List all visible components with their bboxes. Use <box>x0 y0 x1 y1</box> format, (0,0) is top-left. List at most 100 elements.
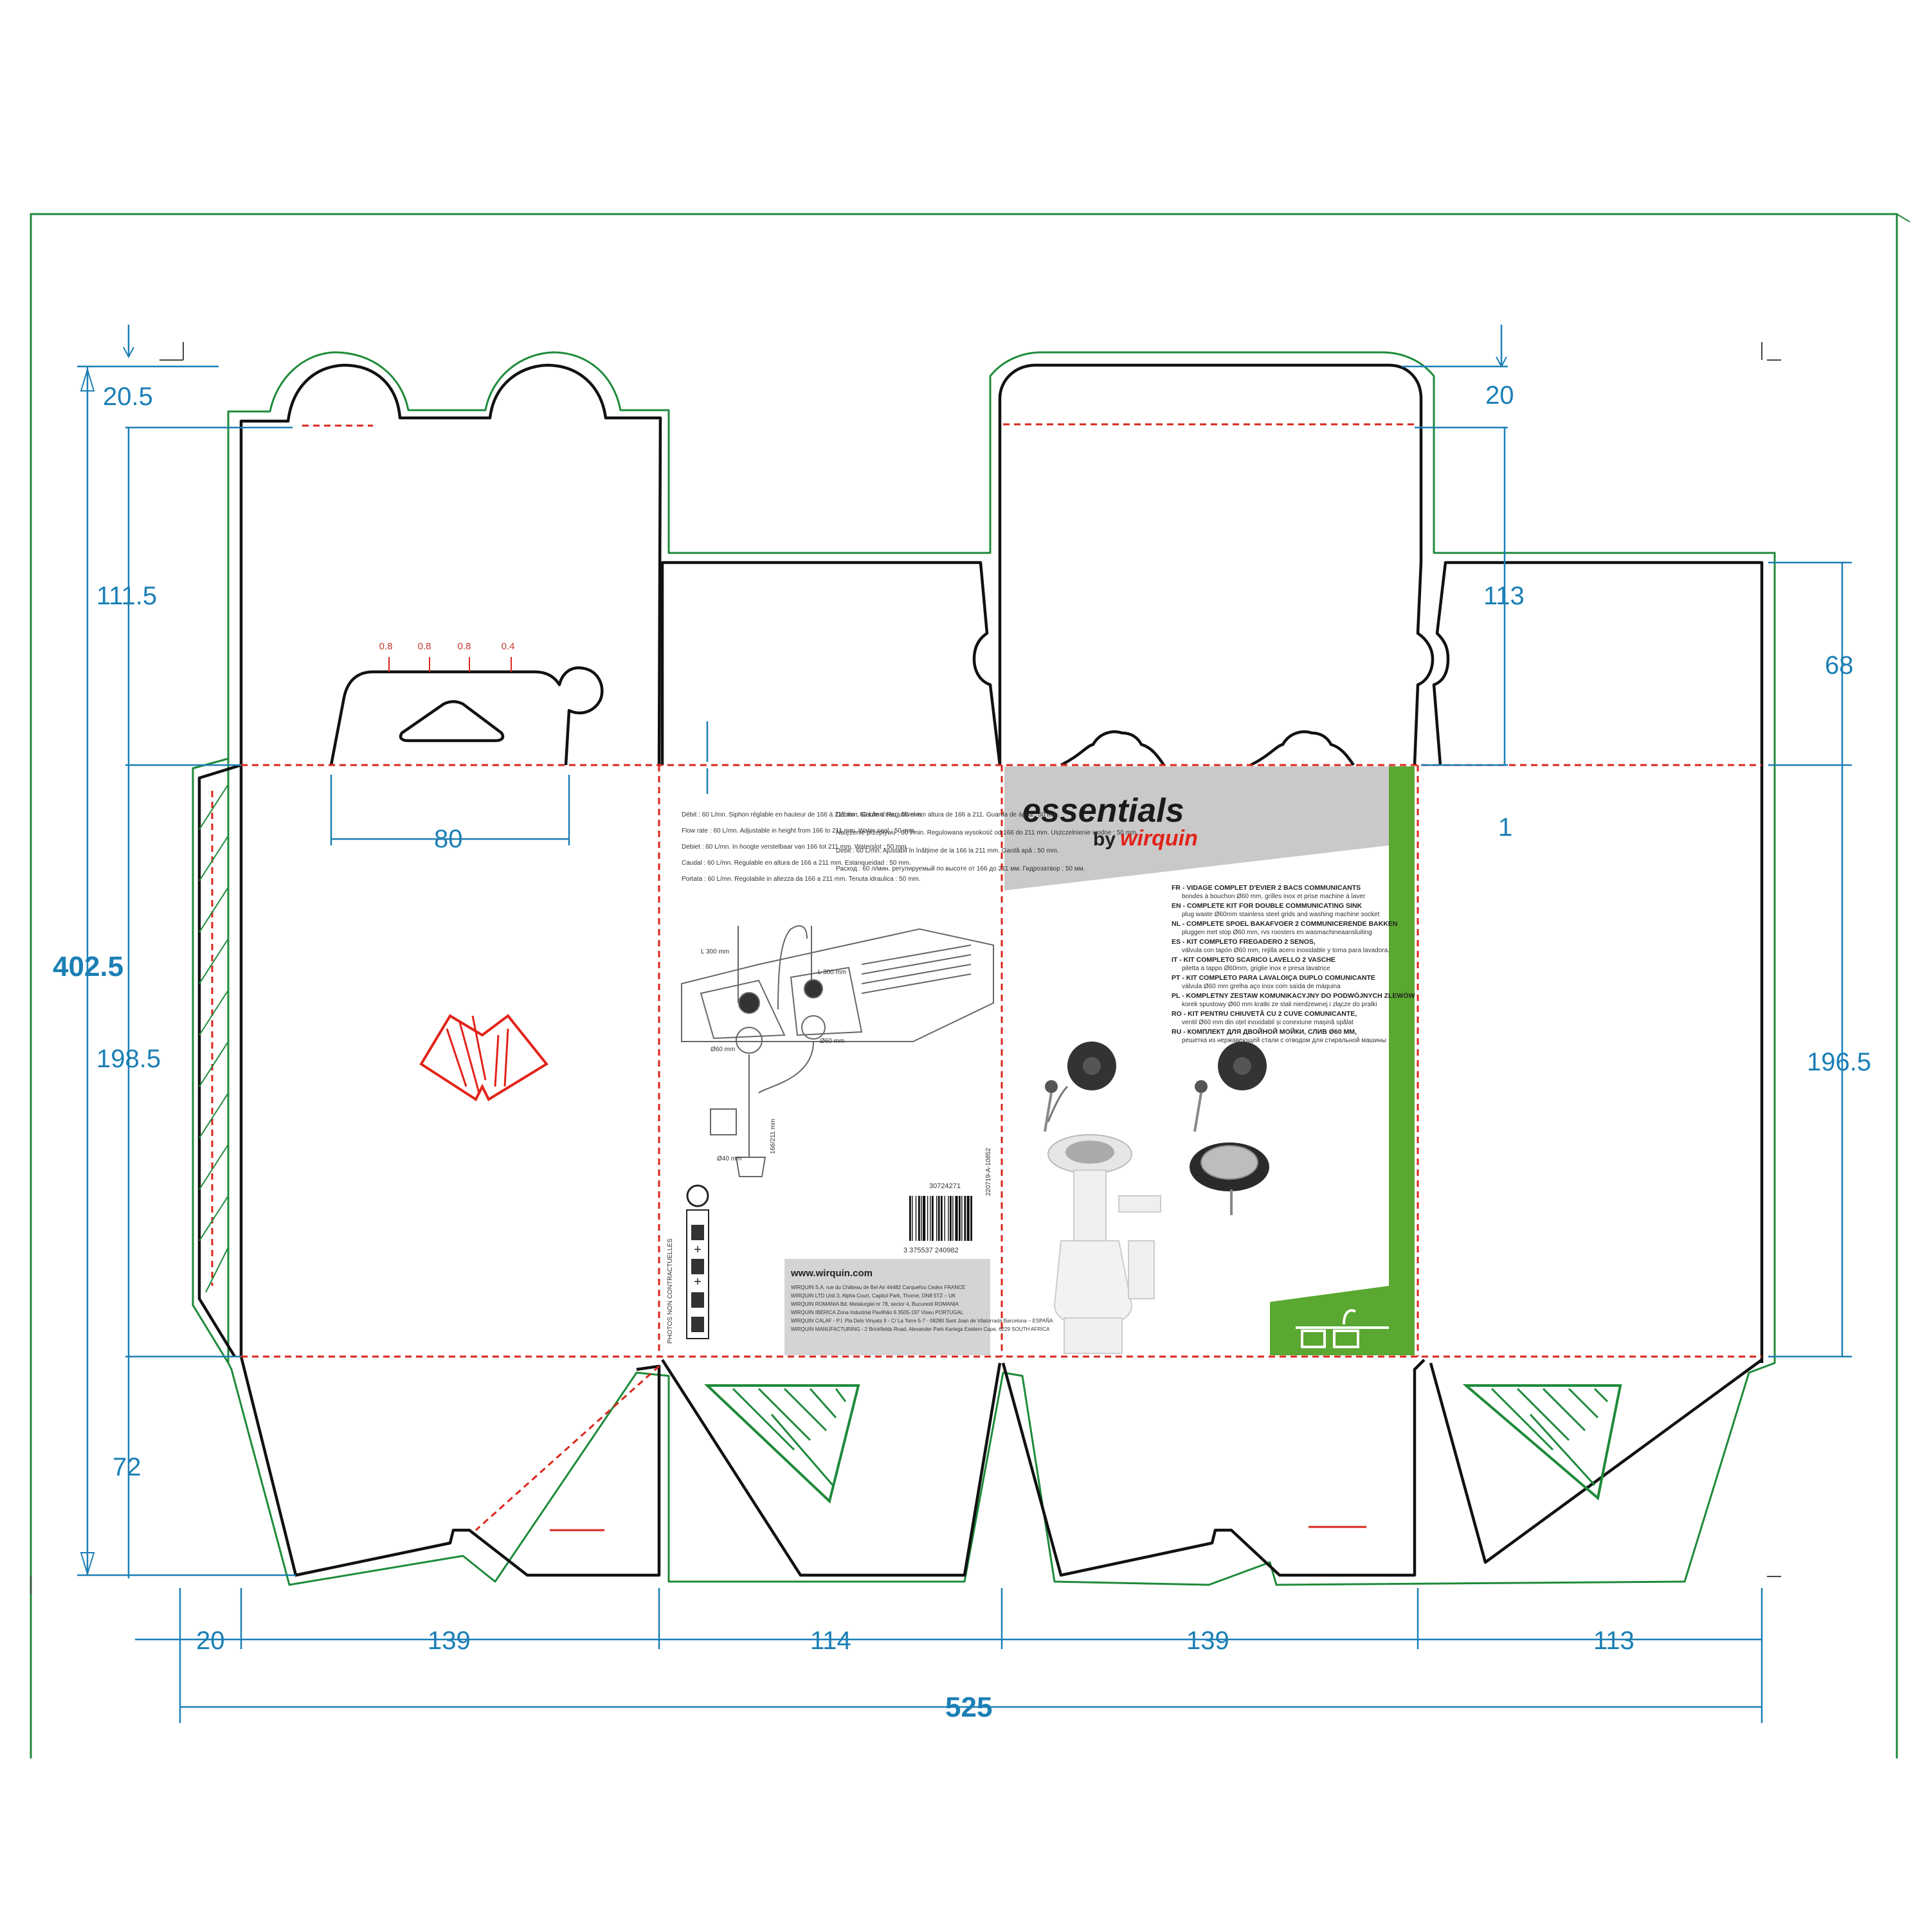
dim-top-tab-right: 20 <box>1485 381 1514 410</box>
desc-title: ES - KIT COMPLETO FREGADERO 2 SENOS, <box>1172 938 1316 946</box>
dim-front-height-left: 198.5 <box>96 1045 161 1073</box>
diagram-label: Ø40 mm <box>717 1155 741 1162</box>
spec-text: Debit : 60 L/mn. Ajustabil în înălțime d… <box>836 847 1059 854</box>
brand-grey-band <box>1004 766 1389 890</box>
side-panel: Débit : 60 L/mn. Siphon réglable en haut… <box>667 811 1138 1355</box>
dim-panel-4: 113 <box>1593 1627 1635 1655</box>
dim-bottom-flap-left: 72 <box>113 1453 141 1481</box>
dimension-labels: 402.5 20.5 111.5 198.5 72 20 113 1 68 19… <box>53 381 1871 1723</box>
dimension-lines <box>77 325 1852 1723</box>
desc-detail: bondes à bouchon Ø60 mm, grilles inox et… <box>1182 893 1366 900</box>
barcode-bar <box>909 1196 911 1241</box>
desc-detail: ventil Ø60 mm din oțel inoxidabil și con… <box>1182 1019 1354 1026</box>
recycling-icons: + + <box>686 1184 709 1339</box>
spec-text: Flow rate : 60 L/mn. Adjustable in heigh… <box>682 827 916 835</box>
dim-right-flap: 68 <box>1825 651 1854 680</box>
hang-hole <box>399 700 505 743</box>
crop-marks <box>30 342 1781 1594</box>
spec-text: Расход : 60 л/мин. регулируемый по высот… <box>836 865 1085 872</box>
cut-lines <box>197 363 1764 1577</box>
diagram-label: L 300 mm <box>701 948 729 955</box>
product-plug-2 <box>1193 1042 1267 1132</box>
lid-tab-1 <box>1060 730 1165 767</box>
diagram-label: 166/211 mm <box>770 1119 777 1154</box>
dim-top-flap-left: 111.5 <box>96 582 157 610</box>
brand-by: by <box>1093 829 1116 850</box>
installation-diagram <box>681 925 994 1177</box>
desc-detail: решетка из нержавеющей стали с отводом д… <box>1182 1037 1386 1044</box>
product-siphon <box>1047 1134 1161 1354</box>
website-link[interactable]: www.wirquin.com <box>790 1268 873 1279</box>
bottom-flap-2 <box>661 1359 1002 1577</box>
barcode-bar <box>936 1196 937 1241</box>
product-plug-1 <box>1044 1042 1116 1132</box>
diagram-label: Ø60 mm <box>820 1038 844 1045</box>
brand-maker: wirquin <box>1120 826 1198 851</box>
bleed-outline <box>192 351 1776 1586</box>
dim-right-gap: 1 <box>1498 813 1512 842</box>
address-line: WIRQUIN LTD Unit 3, Alpha Court, Capitol… <box>791 1293 956 1299</box>
spec-text: Caudal : 60 L/mn. Regulable en altura de… <box>682 860 911 867</box>
diagram-label: L 300 mm <box>818 969 846 976</box>
desc-detail: korek spustowy Ø60 mm kratki ze stali ni… <box>1182 1001 1377 1008</box>
barcode-bar <box>961 1196 963 1241</box>
barcode-bar <box>918 1196 920 1241</box>
sink-icon <box>1296 1309 1389 1348</box>
desc-title: PT - KIT COMPLETO PARA LAVALOIÇA DUPLO C… <box>1172 974 1375 982</box>
bottom-flap-4 <box>1429 1359 1763 1564</box>
desc-title: PL - KOMPLETNY ZESTAW KOMUNIKACYJNY DO P… <box>1172 991 1415 1000</box>
barcode-bar <box>952 1196 954 1241</box>
dim-panel-2: 114 <box>810 1627 851 1655</box>
desc-title: FR - VIDAGE COMPLET D'EVIER 2 BACS COMMU… <box>1172 884 1361 892</box>
spec-column-left: Débit : 60 L/mn. Siphon réglable en haut… <box>682 811 923 883</box>
barcode-bar <box>927 1196 928 1241</box>
tick-label: 0.8 <box>379 641 393 652</box>
desc-detail: válvula con tapón Ø60 mm, rejilla acero … <box>1182 947 1390 954</box>
desc-detail: pluggen met stop Ø60 mm, rvs roosters en… <box>1182 929 1372 936</box>
spec-text: Portata : 60 L/mn. Regolabile in altezza… <box>682 876 921 883</box>
brand-name: essentials <box>1022 792 1184 829</box>
dim-total-height: 402.5 <box>53 951 123 982</box>
address-line: WIRQUIN ROMANIA Bd. Metalurgiei nr 78, s… <box>791 1301 959 1307</box>
tick-label: 0.8 <box>418 641 431 652</box>
svg-text:+: + <box>694 1243 702 1257</box>
barcode-bar <box>964 1196 966 1241</box>
barcode-bar <box>932 1196 934 1241</box>
barcode: 30724271 3 375537 240982 <box>903 1182 985 1254</box>
dim-panel-3: 139 <box>1186 1627 1229 1655</box>
glue-flap <box>197 763 242 1358</box>
desc-title: NL - COMPLETE SPOEL BAKAFVOER 2 COMMUNIC… <box>1172 920 1397 928</box>
hang-tab-ticks: 0.8 0.8 0.8 0.4 <box>379 641 515 672</box>
dim-hang-tab-width: 80 <box>434 825 463 853</box>
desc-title: EN - COMPLETE KIT FOR DOUBLE COMMUNICATI… <box>1172 902 1363 910</box>
desc-detail: válvula Ø60 mm grelha aço inox com saída… <box>1182 983 1341 990</box>
spec-text: Natężenie przepływu : 60 l/min. Regulowa… <box>836 829 1138 836</box>
sheet-frame <box>30 213 1910 1758</box>
dim-top-flap-right: 113 <box>1483 582 1525 610</box>
bottom-flap-1 <box>239 1356 661 1577</box>
address-line: WIRQUIN IBERICA Zona Industrial Pavilhão… <box>791 1310 964 1315</box>
dust-flap-left <box>660 561 1002 766</box>
bottom-hatch-1 <box>703 1384 860 1504</box>
tick-label: 0.4 <box>502 641 515 652</box>
barcode-bar <box>950 1196 952 1241</box>
desc-detail: piletta a tappo Ø60mm, griglie inox e pr… <box>1182 965 1330 972</box>
barcode-bar <box>941 1196 943 1241</box>
svg-text:+: + <box>694 1275 702 1289</box>
tick-label: 0.8 <box>458 641 471 652</box>
barcode-bar <box>959 1196 961 1241</box>
barcode-bar <box>937 1196 940 1241</box>
bottom-flap-3 <box>1001 1359 1426 1577</box>
top-flap-left <box>239 363 662 766</box>
dim-top-tab-left: 20.5 <box>103 383 153 411</box>
desc-title: RU - КОМПЛЕКТ ДЛЯ ДВОЙНОЙ МОЙКИ, СЛИВ Ø6… <box>1172 1027 1357 1036</box>
spec-text: Débit : 60 L/mn. Siphon réglable en haut… <box>682 811 923 818</box>
dim-right-height: 196.5 <box>1807 1048 1871 1076</box>
desc-title: IT - KIT COMPLETO SCARICO LAVELLO 2 VASC… <box>1172 956 1336 964</box>
spec-text: Débito : 60 L/mn. Regulável em altura de… <box>836 811 1060 818</box>
desc-detail: plug waste Ø60mm stainless steel grids a… <box>1182 911 1380 918</box>
red-arrow-icon <box>419 1014 548 1101</box>
top-flap-right <box>998 363 1435 766</box>
